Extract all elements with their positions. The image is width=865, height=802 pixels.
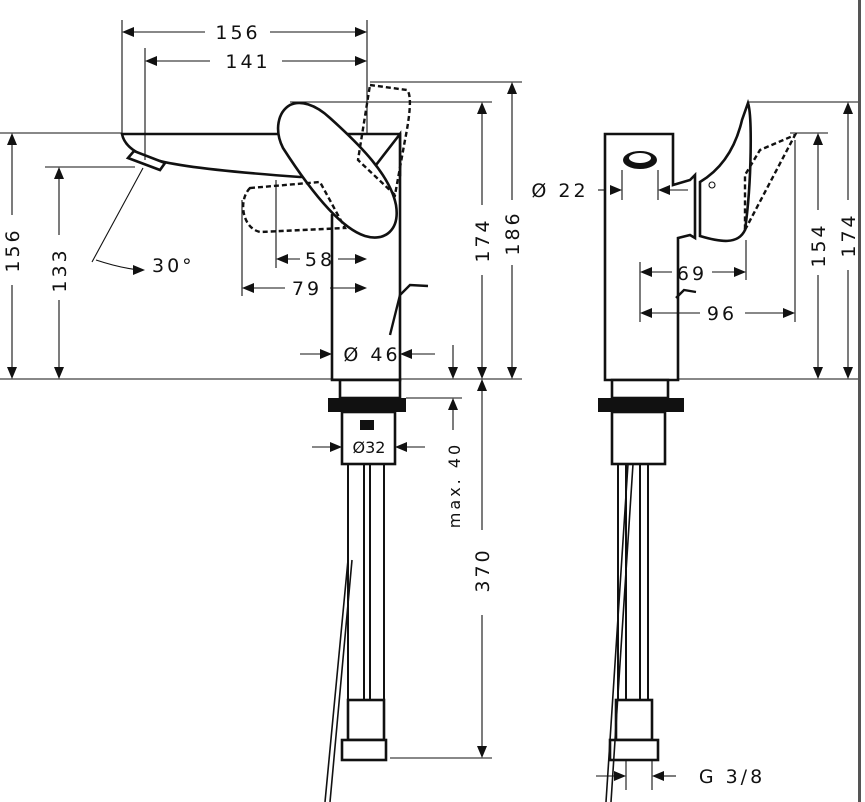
side-view: Ø 22 69 96 154 174 — [531, 98, 860, 802]
popup-rod — [388, 283, 429, 336]
dim-base-diameter: Ø 46 — [343, 344, 400, 366]
frame-border — [858, 0, 861, 802]
dim-79: 79 — [292, 278, 322, 300]
dim-154: 154 — [808, 222, 830, 267]
side-popup-rod — [675, 288, 697, 299]
hose-fittings — [346, 698, 386, 742]
handle-alt-left — [241, 180, 347, 234]
dim-370: 370 — [472, 547, 494, 592]
nut-screw — [360, 420, 374, 430]
lever-handle — [276, 101, 398, 239]
dim-186: 186 — [502, 210, 524, 255]
hose-nut — [340, 738, 388, 762]
dim-174-front: 174 — [472, 217, 494, 262]
dim-69: 69 — [677, 263, 707, 285]
base-flange — [338, 378, 402, 400]
side-flange — [610, 378, 670, 400]
side-hose-fittings — [614, 698, 654, 742]
side-cable — [605, 463, 634, 802]
aerator — [125, 149, 168, 172]
dim-58: 58 — [305, 249, 335, 271]
side-hoses — [617, 464, 649, 700]
side-handle-alt — [743, 132, 798, 231]
dim-141: 141 — [225, 51, 270, 73]
mount-plate — [328, 398, 406, 412]
front-view: 156 141 156 133 30° 58 — [0, 20, 524, 802]
dim-133: 133 — [49, 247, 71, 292]
dim-outlet-diameter: Ø 22 — [531, 180, 588, 202]
dim-max-40: max. 40 — [445, 442, 464, 528]
dim-156-top: 156 — [215, 22, 260, 44]
dim-thread: G 3/8 — [699, 766, 765, 788]
dim-96: 96 — [707, 303, 737, 325]
side-handle — [698, 98, 752, 243]
side-mount-nut — [610, 410, 667, 466]
popup-cable — [324, 559, 353, 802]
hoses — [347, 464, 385, 700]
dim-shank-diameter: Ø32 — [353, 438, 386, 457]
side-body — [603, 132, 697, 382]
dim-156-left: 156 — [2, 227, 24, 272]
side-hose-nut — [608, 738, 660, 762]
dim-174-side: 174 — [838, 212, 860, 257]
dim-angle: 30° — [152, 255, 195, 277]
side-mount-plate — [598, 398, 684, 412]
